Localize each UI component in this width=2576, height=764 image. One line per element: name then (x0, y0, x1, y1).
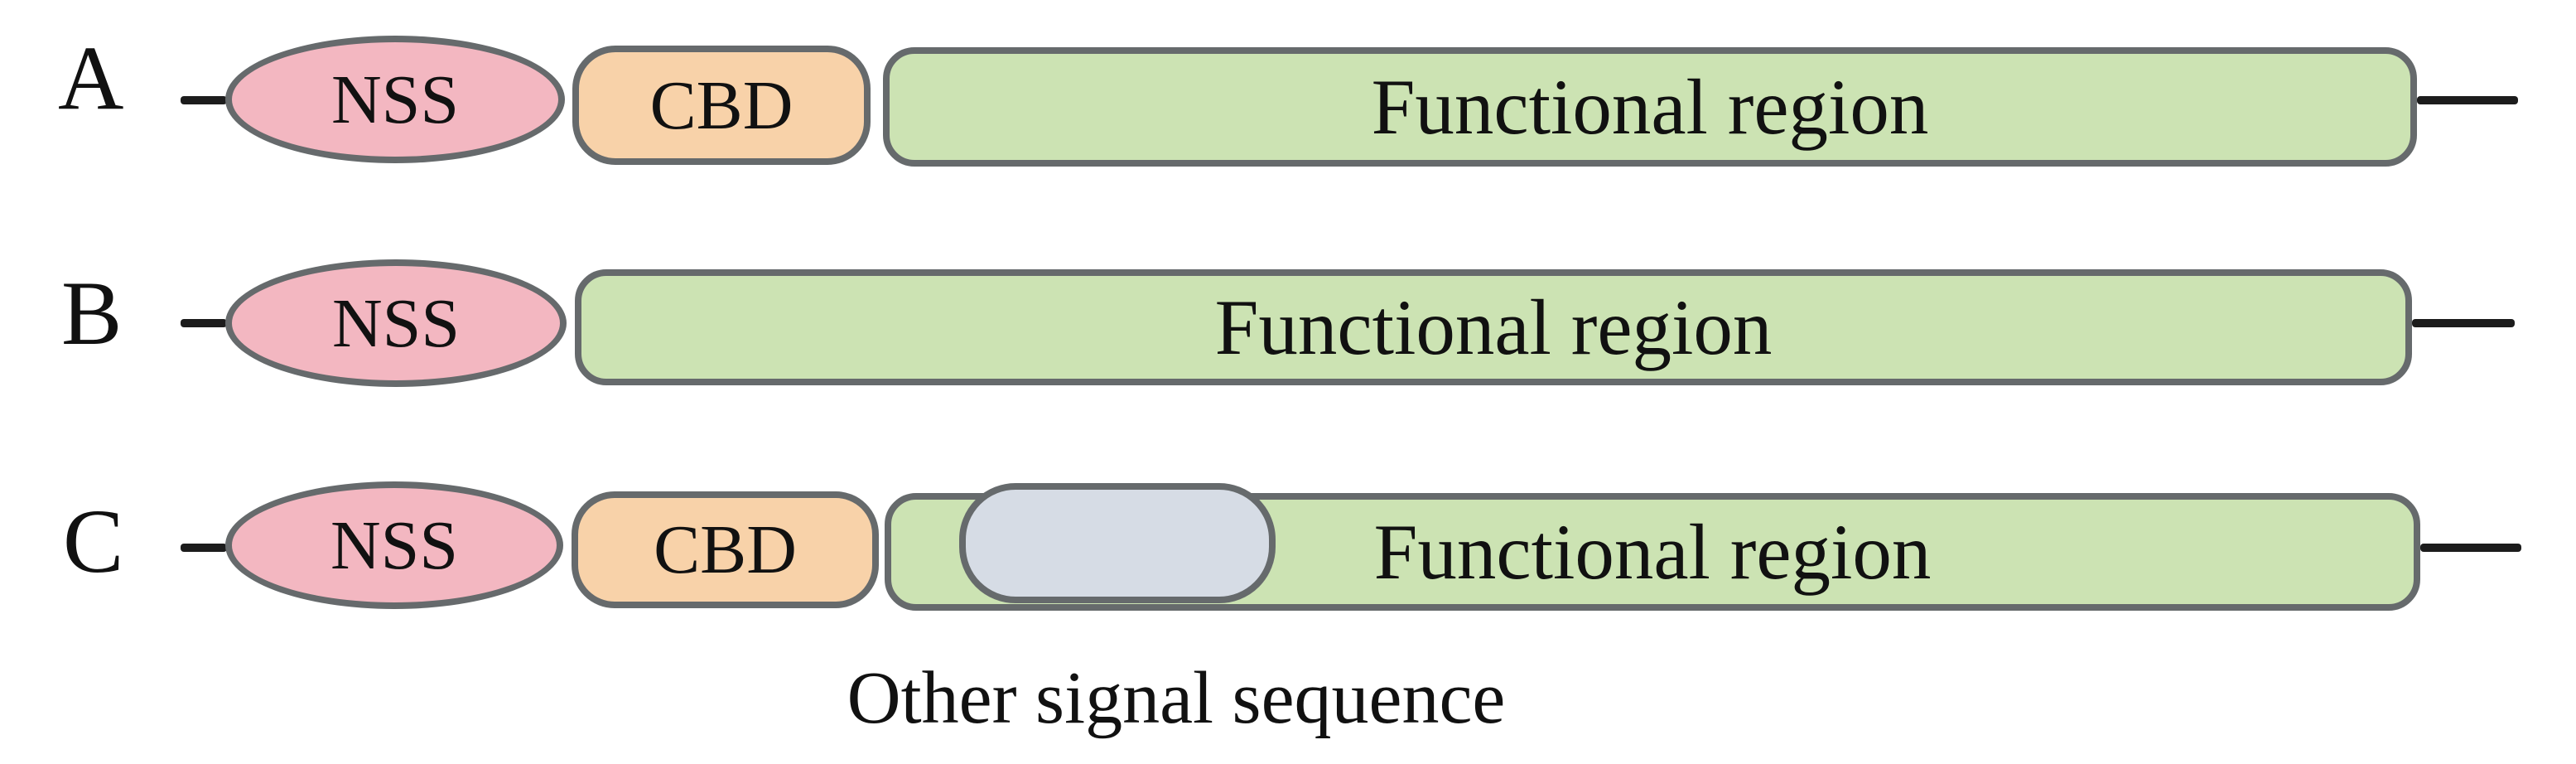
nss-domain-c: NSS (225, 481, 563, 609)
backbone-line-end-b (2412, 319, 2515, 327)
nss-label-a: NSS (330, 60, 460, 138)
row-label-a: A (58, 27, 124, 128)
functional-region-domain-b: Functional region (575, 269, 2412, 385)
backbone-line-start-a (181, 96, 227, 104)
cbd-label-a: CBD (649, 66, 794, 144)
nss-label-b: NSS (331, 284, 461, 362)
cbd-domain-c: CBD (572, 491, 879, 608)
nss-label-c: NSS (330, 506, 459, 584)
functional-region-label-b: Functional region (1214, 283, 1773, 371)
cbd-domain-a: CBD (572, 46, 871, 165)
backbone-line-start-c (181, 544, 227, 552)
other-signal-sequence-domain (959, 483, 1276, 603)
row-label-c: C (63, 491, 124, 592)
row-label-b: B (61, 263, 123, 364)
functional-region-label-c: Functional region (1373, 508, 1932, 596)
nss-domain-b: NSS (225, 259, 567, 387)
backbone-line-start-b (181, 319, 227, 327)
functional-region-label-a: Functional region (1371, 63, 1929, 151)
backbone-line-end-c (2420, 544, 2521, 552)
backbone-line-end-a (2417, 96, 2518, 104)
nss-domain-a: NSS (225, 36, 565, 163)
cbd-label-c: CBD (654, 511, 797, 588)
caption-other-signal-sequence: Other signal sequence (847, 657, 1506, 739)
functional-region-domain-a: Functional region (883, 47, 2417, 167)
